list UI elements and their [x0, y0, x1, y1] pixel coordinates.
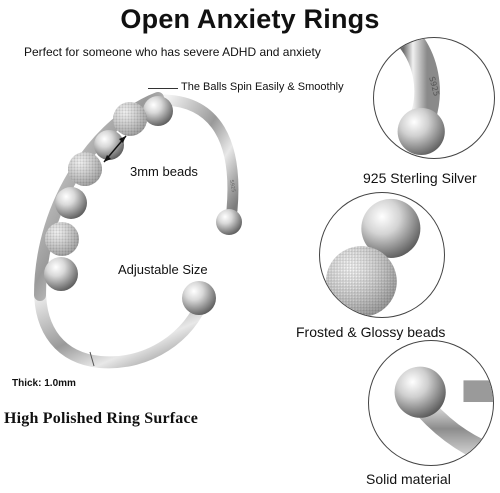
glossy-bead	[44, 257, 78, 291]
ring-end-closeup-icon	[368, 340, 494, 466]
label-thickness: Thick: 1.0mm	[12, 378, 76, 389]
ring-end-ball-top	[216, 209, 242, 235]
label-adjustable: Adjustable Size	[118, 262, 208, 277]
beads-closeup-icon	[319, 192, 445, 318]
glossy-bead	[55, 187, 87, 219]
caption-sterling-silver: 925 Sterling Silver	[363, 170, 477, 186]
stamp-925-closeup-icon: S925	[373, 37, 495, 159]
label-bead-size: 3mm beads	[130, 164, 198, 179]
label-polished-surface: High Polished Ring Surface	[4, 410, 199, 427]
caption-beads: Frosted & Glossy beads	[296, 324, 446, 340]
page-title: Open Anxiety Rings	[120, 4, 380, 34]
glossy-bead	[143, 96, 173, 126]
callout-balls-spin: The Balls Spin Easily & Smoothly	[181, 81, 344, 93]
svg-text:S925: S925	[228, 179, 236, 193]
glossy-bead	[94, 130, 124, 160]
callout-leader-line	[148, 88, 178, 89]
caption-solid-material: Solid material	[366, 471, 451, 487]
ring-end-ball-bottom	[182, 281, 216, 315]
subtitle: Perfect for someone who has severe ADHD …	[24, 45, 321, 59]
